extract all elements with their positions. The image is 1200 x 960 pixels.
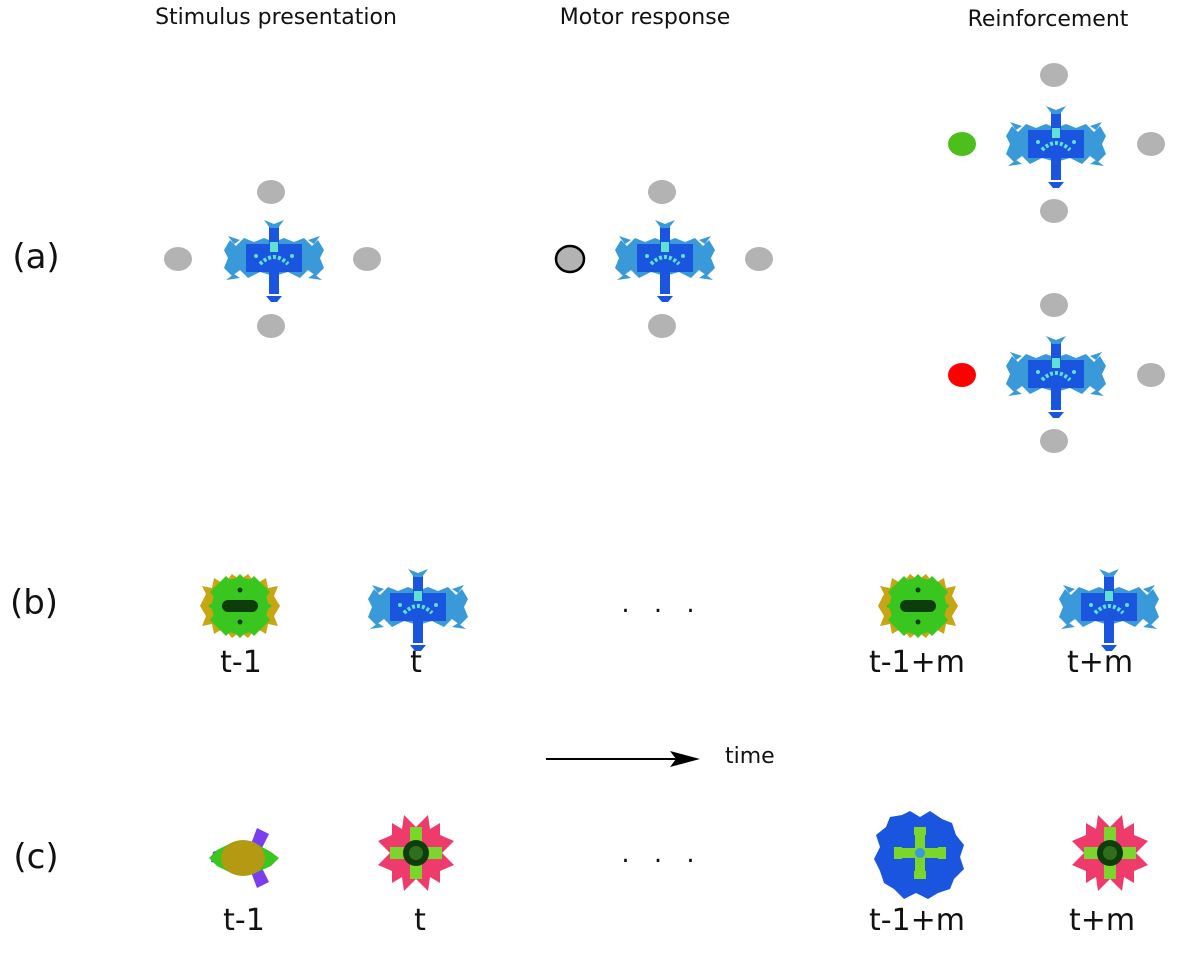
target-top — [1040, 63, 1068, 87]
header-reinforcement: Reinforcement — [968, 7, 1129, 32]
stimulus-blue-disc — [874, 811, 964, 899]
row-label-a: (a) — [12, 237, 59, 277]
target-right — [1137, 132, 1165, 156]
target-right — [353, 247, 381, 271]
label-t-plus-m: t+m — [1067, 645, 1133, 680]
panel-reinforcement-correct — [948, 63, 1165, 223]
label-t-minus-1: t-1 — [220, 645, 262, 680]
panel-stimulus-presentation — [164, 180, 381, 338]
row-label-b: (b) — [10, 583, 58, 623]
target-top — [1040, 293, 1068, 317]
stimulus-blue — [366, 567, 470, 653]
ellipsis: . . . — [621, 589, 702, 619]
header-motor-response: Motor response — [560, 5, 731, 30]
label-t: t — [414, 903, 426, 938]
stimulus-blue — [613, 218, 717, 304]
label-t-minus-1-plus-m: t-1+m — [869, 645, 965, 680]
panel-reinforcement-error — [948, 293, 1165, 453]
header-stimulus-presentation: Stimulus presentation — [155, 5, 397, 30]
row-label-c: (c) — [13, 837, 58, 877]
stimulus-pink — [378, 815, 454, 891]
feedback-correct — [948, 132, 976, 156]
label-t-plus-m: t+m — [1069, 903, 1135, 938]
label-t-minus-1: t-1 — [223, 903, 265, 938]
target-left — [164, 247, 192, 271]
label-t-minus-1-plus-m: t-1+m — [869, 903, 965, 938]
label-t: t — [410, 645, 422, 680]
target-right — [1137, 363, 1165, 387]
target-bottom — [257, 314, 285, 338]
stimulus-green — [878, 574, 958, 638]
stimulus-green — [200, 574, 280, 638]
target-selected — [554, 244, 586, 274]
target-top — [648, 180, 676, 204]
time-label: time — [725, 744, 775, 769]
stimulus-blue — [222, 218, 326, 304]
stimulus-blue — [1004, 104, 1108, 190]
panel-motor-response — [554, 180, 773, 338]
time-arrow: time — [546, 744, 775, 769]
target-bottom — [648, 314, 676, 338]
stimulus-blue — [1004, 334, 1108, 420]
target-top — [257, 180, 285, 204]
stimulus-pink — [1072, 815, 1148, 891]
ellipsis: . . . — [621, 839, 702, 869]
feedback-error — [948, 363, 976, 387]
sequence-c: . . . t-1 t t-1+m t+m — [209, 811, 1148, 938]
target-bottom — [1040, 199, 1068, 223]
arrow-head — [670, 751, 700, 767]
target-right — [745, 247, 773, 271]
sequence-b: . . . t-1 t t-1+m t+m — [200, 567, 1161, 680]
stimulus-olive — [209, 828, 279, 888]
target-bottom — [1040, 429, 1068, 453]
stimulus-blue — [1057, 567, 1161, 653]
